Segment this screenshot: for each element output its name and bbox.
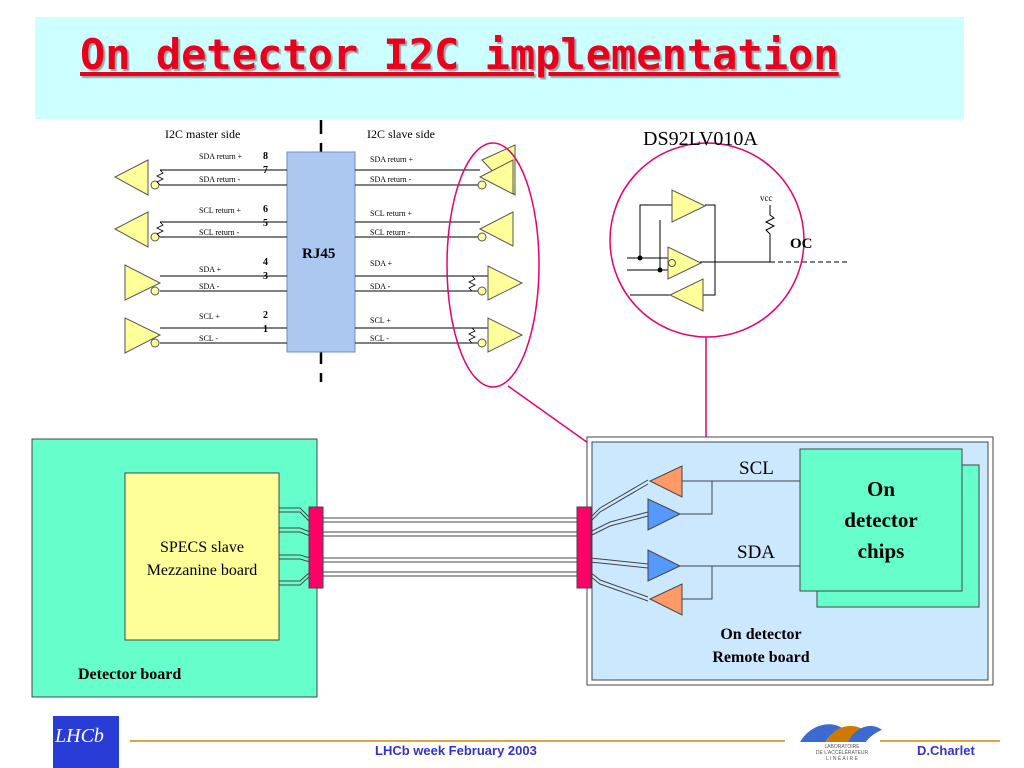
master-resistors — [156, 169, 164, 238]
master-receiver-1 — [113, 159, 160, 196]
slave-signal: SDA + — [370, 259, 393, 268]
lhcb-logo-text: LHCb — [55, 725, 104, 747]
chips-front — [799, 448, 963, 592]
lhcb-logo — [53, 716, 119, 768]
slave-buffer-3 — [487, 265, 524, 301]
slave-signal: SCL + — [370, 316, 391, 325]
remote-line-2: Remote board — [712, 649, 810, 666]
master-signal: SDA + — [199, 265, 222, 274]
chips-line-3: chips — [857, 539, 905, 563]
transceiver-part-label: DS92LV010A — [643, 128, 758, 150]
specs-line-2: Mezzanine board — [146, 562, 258, 579]
master-receiver-2 — [113, 211, 160, 248]
master-side-label: I2C master side — [165, 127, 241, 141]
pin-number: 4 — [263, 257, 268, 268]
oc-label: OC — [790, 236, 813, 252]
buffer-scl-in — [647, 498, 682, 531]
bus-wiring — [680, 480, 800, 600]
lal-line-2: DE L'ACCÉLÉRATEUR — [815, 750, 869, 756]
master-signal: SCL + — [199, 312, 220, 321]
slave-buffer-1 — [478, 159, 514, 195]
slave-signal: SCL return - — [370, 228, 411, 237]
lal-logo-text: LABORATOIRE DE L'ACCÉLÉRATEUR L I N É A … — [800, 744, 884, 762]
connector-right — [576, 506, 592, 589]
pin-number: 8 — [263, 151, 268, 162]
master-signal: SDA return - — [199, 175, 241, 184]
pin-number: 6 — [263, 204, 268, 215]
master-driver-2 — [124, 317, 162, 354]
fanout-right — [589, 479, 649, 602]
pin-number: 2 — [263, 310, 268, 321]
pin-number: 5 — [263, 218, 268, 229]
lal-line-1: LABORATOIRE — [824, 744, 860, 750]
connector-left — [308, 506, 324, 589]
detector-board-label: Detector board — [78, 666, 182, 683]
specs-mezzanine — [124, 472, 280, 641]
tx-buffer-top — [671, 189, 707, 223]
slave-signal: SDA return - — [370, 175, 412, 184]
title-band — [35, 17, 964, 119]
fanout-left — [279, 507, 311, 586]
pin-number: 1 — [263, 324, 268, 335]
master-signal: SDA - — [199, 282, 220, 291]
rx-buffer-bottom — [668, 278, 704, 312]
scl-label: SCL — [739, 458, 774, 479]
buffer-sda-in — [647, 549, 682, 582]
sda-label: SDA — [737, 542, 776, 563]
page-title: On detector I2C implementation — [80, 30, 839, 79]
master-signal: SCL return + — [199, 206, 241, 215]
remote-line-1: On detector — [720, 626, 802, 643]
specs-mezzanine-label: SPECS slave Mezzanine board — [125, 536, 279, 582]
slave-buffer-2 — [478, 211, 514, 247]
slave-signal: SDA - — [370, 282, 391, 291]
chips-label: On detector chips — [800, 474, 962, 567]
slave-side-label: I2C slave side — [367, 127, 435, 141]
master-signal: SDA return + — [199, 152, 243, 161]
lal-line-3: L I N É A I R E — [826, 756, 858, 762]
slave-buffer-4 — [487, 317, 524, 353]
chips-line-2: detector — [844, 508, 918, 532]
footer-author: D.Charlet — [917, 743, 975, 758]
slave-highlight-ellipse — [446, 142, 540, 388]
vcc-label: vcc — [760, 193, 773, 203]
transceiver-wiring — [627, 204, 848, 296]
specs-line-1: SPECS slave — [159, 539, 244, 556]
rj45-label: RJ45 — [302, 246, 336, 262]
remote-board-label: On detector Remote board — [680, 623, 842, 669]
master-driver-1 — [124, 264, 162, 301]
footer-event: LHCb week February 2003 — [375, 743, 537, 758]
rj45-connector — [286, 151, 356, 353]
transceiver-highlight-circle — [609, 142, 805, 338]
slave-lines — [355, 169, 490, 344]
cable — [322, 517, 580, 577]
chips-line-1: On — [866, 477, 895, 501]
slave-signal: SCL - — [370, 334, 390, 343]
master-lines — [160, 169, 287, 344]
slave-signal: SCL return + — [370, 209, 412, 218]
master-signal: SCL - — [199, 334, 219, 343]
slave-signal: SDA return + — [370, 155, 414, 164]
master-signal: SCL return - — [199, 228, 240, 237]
pin-number: 7 — [263, 165, 268, 176]
slave-resistors — [468, 275, 476, 344]
lal-logo — [800, 724, 882, 742]
pin-number: 3 — [263, 271, 268, 282]
